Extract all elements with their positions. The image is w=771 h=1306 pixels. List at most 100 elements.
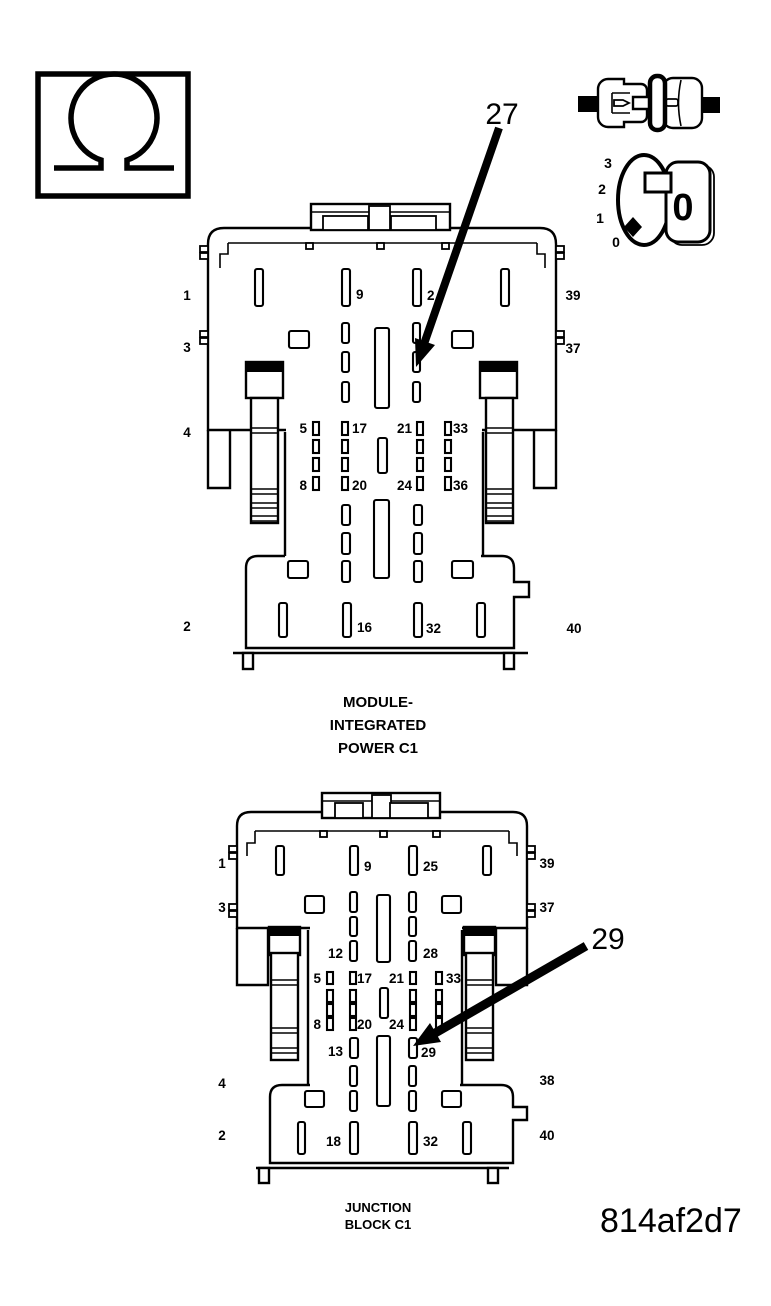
callout-29-label: 29 xyxy=(591,923,624,956)
rail-tick xyxy=(376,242,385,250)
pin-slot xyxy=(340,267,352,308)
edge-notch xyxy=(526,903,536,911)
pin-label: 8 xyxy=(299,478,307,493)
connector-slot xyxy=(665,98,679,107)
pin-slot xyxy=(407,1064,418,1088)
pin-label: 17 xyxy=(352,421,367,436)
dial-position-label: 0 xyxy=(612,234,620,250)
pin-slot xyxy=(348,1064,359,1088)
pin-slot xyxy=(340,321,351,345)
pin-slot xyxy=(325,1016,335,1032)
pin-label: 32 xyxy=(423,1134,438,1149)
pin-label: 5 xyxy=(299,421,307,436)
pin-slot xyxy=(341,601,353,639)
latch-window xyxy=(322,215,369,231)
latch-window xyxy=(334,802,364,819)
pin-slot xyxy=(253,267,265,308)
pin-slot xyxy=(348,915,359,938)
pin-slot xyxy=(407,915,418,938)
pin-slot xyxy=(348,988,358,1004)
callout-27-arrowhead-icon xyxy=(415,338,435,367)
mount-foot xyxy=(241,651,255,671)
dial-icon: 3 2 1 0 0 xyxy=(596,153,715,250)
connector-caption: MODULE- xyxy=(343,694,413,711)
pin-label: 28 xyxy=(423,946,439,961)
cavity-cap xyxy=(464,927,495,936)
connector-lower-shell xyxy=(268,1083,529,1165)
mini-pin-grid xyxy=(311,420,453,492)
inner-bracket xyxy=(219,243,229,268)
pin-label: 25 xyxy=(423,859,439,874)
edge-notch xyxy=(555,330,565,338)
part-number: 814af2d7 xyxy=(600,1202,742,1240)
pin-label-29: 29 xyxy=(421,1045,436,1060)
pin-slot xyxy=(348,1016,358,1032)
pin-label: 36 xyxy=(453,478,469,493)
ear-band xyxy=(206,430,232,490)
mount-foot xyxy=(257,1166,271,1185)
pin-slot xyxy=(407,890,418,914)
pin-slot xyxy=(325,970,335,986)
pin-slot xyxy=(274,844,286,877)
pin-slot xyxy=(407,939,418,963)
inner-bracket xyxy=(508,831,518,856)
pin-slot xyxy=(348,844,360,877)
ladder-rungs xyxy=(251,427,278,522)
rail-tick xyxy=(432,830,441,838)
pin-label: 16 xyxy=(357,620,373,635)
dial-marker-icon xyxy=(624,217,642,237)
square-hole xyxy=(287,329,311,350)
pin-label: 1 xyxy=(218,856,226,871)
pin-slot xyxy=(412,503,424,527)
resistance-legend xyxy=(35,71,191,199)
rail-tick xyxy=(305,242,314,250)
square-hole xyxy=(286,559,310,580)
latch-bridge xyxy=(368,205,391,231)
dial-key-bar xyxy=(643,171,673,194)
callout-29-arrowhead-icon xyxy=(413,1023,441,1046)
pin-slot xyxy=(407,844,419,877)
pin-label: 4 xyxy=(183,425,191,440)
square-hole xyxy=(303,894,326,915)
pin-slot xyxy=(311,420,321,437)
pin-label: 12 xyxy=(328,946,343,961)
pin-slot xyxy=(411,380,422,404)
pin-slot xyxy=(461,1120,473,1156)
pin-slot xyxy=(340,475,350,492)
pin-label: 20 xyxy=(352,478,367,493)
pin-slot xyxy=(311,456,321,473)
square-hole xyxy=(303,1089,326,1109)
rail-tick xyxy=(379,830,388,838)
pin-slot xyxy=(348,1036,360,1060)
pin-slot xyxy=(408,1016,418,1032)
latch-window xyxy=(389,802,429,819)
pin-slot xyxy=(325,988,335,1004)
ladder-rungs xyxy=(466,979,493,1054)
edge-notch xyxy=(228,845,238,853)
cavity-cap xyxy=(269,927,300,936)
pin-slot xyxy=(340,420,350,437)
pin-slot xyxy=(434,970,444,986)
pin-label: 37 xyxy=(539,900,554,915)
pin-slot xyxy=(411,267,423,308)
inner-bracket xyxy=(246,831,256,856)
pin-label: 33 xyxy=(453,421,469,436)
pin-label: 21 xyxy=(397,421,413,436)
pin-slot xyxy=(340,438,350,455)
pin-slot xyxy=(325,1002,335,1018)
square-hole xyxy=(450,329,475,350)
pin-slot xyxy=(481,844,493,877)
wire-stub-right xyxy=(700,97,720,113)
cavity-cap xyxy=(246,362,283,372)
pin-label: 2 xyxy=(427,288,435,303)
ladder-rungs xyxy=(486,427,513,522)
pin-label: 33 xyxy=(446,971,462,986)
pin-slot xyxy=(340,559,352,584)
pin-label: 2 xyxy=(183,619,191,634)
mount-foot xyxy=(502,651,516,671)
mini-pin-grid xyxy=(325,970,444,1032)
pin-label: 13 xyxy=(328,1044,344,1059)
pin-slot xyxy=(499,267,511,308)
cavity-cap xyxy=(480,362,517,372)
edge-notch xyxy=(526,845,536,853)
